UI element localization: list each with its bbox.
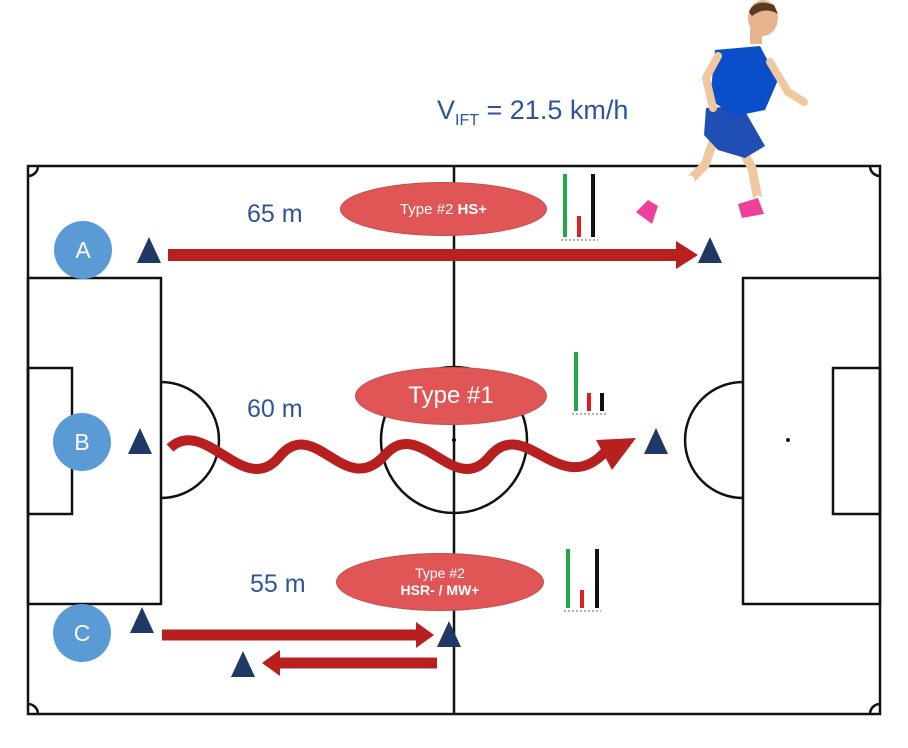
- right-penalty-box: [741, 276, 882, 606]
- triangle-marker-icon: [698, 237, 722, 263]
- runner-node-c: C: [53, 604, 111, 662]
- run-type-text: Type #1: [408, 382, 494, 409]
- run-arrows: [162, 241, 698, 676]
- run-type-badge-c: Type #2 HSR- / MW+: [336, 553, 544, 611]
- corner-arc: [868, 165, 881, 178]
- run-type-text: Type #2: [399, 200, 458, 218]
- arrow-head: [676, 241, 698, 269]
- run-type-line1: Type #2: [415, 565, 465, 581]
- run-type-line2: HSR- / MW+: [400, 582, 480, 598]
- left-penalty-arc: [160, 380, 221, 500]
- arrow-head: [596, 438, 636, 470]
- penalty-spot: [786, 438, 790, 442]
- right-goal-area: [831, 366, 882, 516]
- triangle-marker-icon: [137, 237, 161, 263]
- right-penalty-arc: [683, 380, 744, 500]
- run-type-bold: HS+: [457, 200, 488, 218]
- intensity-bars-icon: [561, 174, 598, 241]
- distance-label-a: 65 m: [247, 200, 303, 228]
- corner-arc: [27, 702, 40, 715]
- runner-node-a: A: [54, 221, 112, 279]
- arrow-b-wave: [166, 435, 609, 474]
- center-spot: [452, 438, 456, 442]
- run-type-badge-a: Type #2 HS+: [340, 182, 547, 236]
- pitch: [26, 164, 882, 716]
- running-footballer-icon: [636, 0, 808, 224]
- intensity-bars-icon: [572, 352, 607, 415]
- cones: [128, 237, 722, 677]
- triangle-marker-icon: [437, 621, 461, 647]
- triangle-marker-icon: [231, 651, 255, 677]
- triangle-marker-icon: [644, 428, 668, 454]
- distance-label-c: 55 m: [250, 570, 306, 598]
- triangle-marker-icon: [128, 428, 152, 454]
- vift-label: VIFT = 21.5 km/h: [437, 95, 629, 129]
- distance-label-b: 60 m: [247, 395, 303, 423]
- arrow-head: [262, 650, 280, 676]
- arrow-head: [416, 622, 434, 648]
- run-type-badge-b: Type #1: [355, 367, 547, 425]
- triangle-marker-icon: [130, 607, 154, 633]
- runner-node-b: B: [53, 413, 111, 471]
- corner-arc: [27, 165, 40, 178]
- intensity-bars-icon: [564, 549, 601, 612]
- corner-arc: [868, 702, 881, 715]
